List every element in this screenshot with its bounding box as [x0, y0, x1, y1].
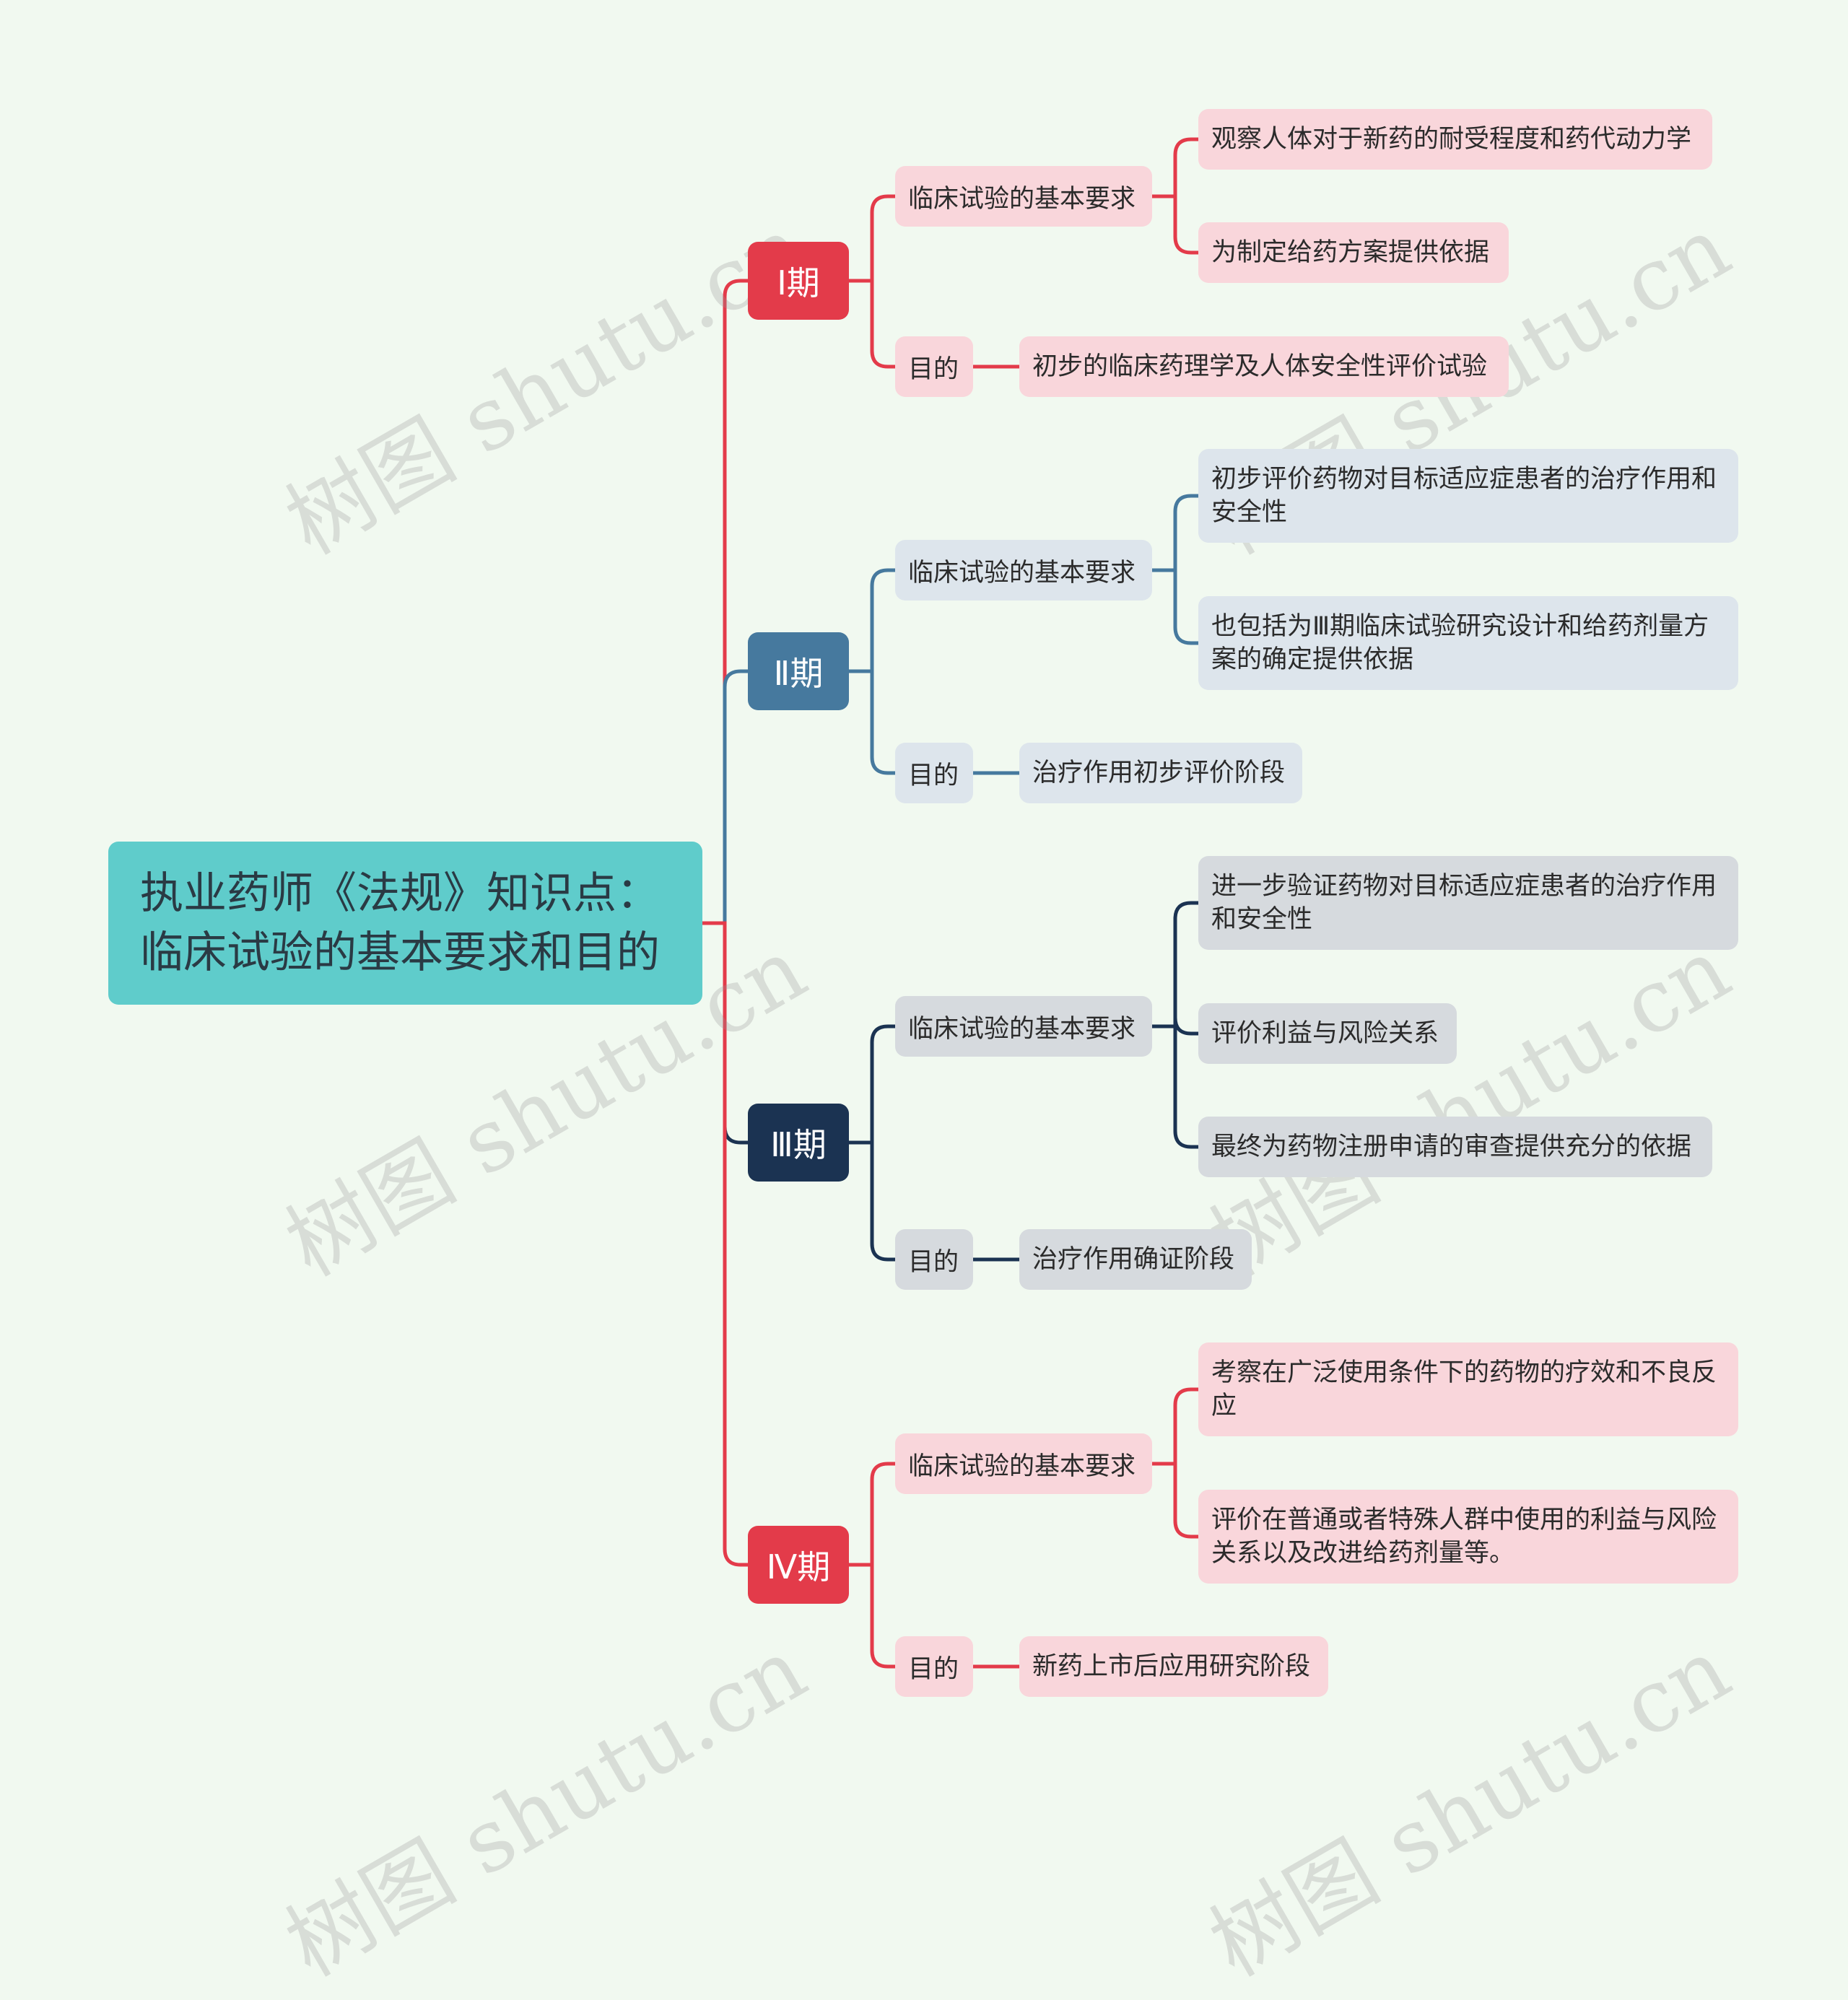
root-to-phase-connector — [700, 921, 750, 1567]
requirements-to-leaf-connector — [1150, 1387, 1200, 1466]
phase-4-req-2[interactable]: 评价在普通或者特殊人群中使用的利益与风险关系以及改进给药剂量等。 — [1198, 1490, 1738, 1584]
phase-1-goal-label[interactable]: 目的 — [895, 336, 973, 397]
phase-3-goal-label[interactable]: 目的 — [895, 1229, 973, 1290]
root-title-line1: 执业药师《法规》知识点： — [140, 868, 660, 919]
phase-3-req-1[interactable]: 进一步验证药物对目标适应症患者的治疗作用和安全性 — [1198, 856, 1738, 950]
phase-4-req-1[interactable]: 考察在广泛使用条件下的药物的疗效和不良反应 — [1198, 1342, 1738, 1436]
root-to-phase-connector — [700, 669, 750, 925]
root-to-phase-connector — [700, 279, 750, 925]
phase-3-requirements[interactable]: 临床试验的基本要求 — [895, 996, 1152, 1057]
phase-2-req-1[interactable]: 初步评价药物对目标适应症患者的治疗作用和安全性 — [1198, 449, 1738, 543]
phase-4-goal-label[interactable]: 目的 — [895, 1636, 973, 1697]
phase-1-req-2[interactable]: 为制定给药方案提供依据 — [1198, 222, 1509, 283]
requirements-to-leaf-connector — [1150, 194, 1200, 255]
phase-3-goal[interactable]: 治疗作用确证阶段 — [1019, 1229, 1252, 1290]
phase-2-node[interactable]: Ⅱ期 — [748, 632, 849, 710]
phase-1-node[interactable]: Ⅰ期 — [748, 242, 849, 320]
phase-to-goal-connector — [847, 1140, 897, 1262]
phase-2-req-2[interactable]: 也包括为Ⅲ期临床试验研究设计和给药剂量方案的确定提供依据 — [1198, 596, 1738, 690]
phase-1-requirements[interactable]: 临床试验的基本要求 — [895, 166, 1152, 227]
requirements-to-leaf-connector — [1150, 494, 1200, 572]
phase-3-req-2[interactable]: 评价利益与风险关系 — [1198, 1003, 1457, 1064]
requirements-to-leaf-connector — [1150, 1024, 1200, 1149]
phase-to-requirements-connector — [847, 1024, 897, 1145]
phase-1-goal[interactable]: 初步的临床药理学及人体安全性评价试验 — [1019, 336, 1509, 397]
phase-to-goal-connector — [847, 669, 897, 775]
root-title-line2: 临床试验的基本要求和目的 — [140, 927, 660, 978]
requirements-to-leaf-connector — [1150, 137, 1200, 198]
connector-lines — [700, 137, 1200, 1669]
phase-2-goal-label[interactable]: 目的 — [895, 743, 973, 803]
root-topic[interactable]: 执业药师《法规》知识点： 临床试验的基本要求和目的 — [108, 842, 702, 1005]
phase-to-requirements-connector — [847, 194, 897, 283]
requirements-to-leaf-connector — [1150, 568, 1200, 645]
phase-to-goal-connector — [847, 279, 897, 369]
phase-4-goal[interactable]: 新药上市后应用研究阶段 — [1019, 1636, 1328, 1697]
phase-to-requirements-connector — [847, 1462, 897, 1567]
phase-to-goal-connector — [847, 1563, 897, 1669]
requirements-to-leaf-connector — [1150, 1017, 1200, 1036]
phase-1-req-1[interactable]: 观察人体对于新药的耐受程度和药代动力学 — [1198, 109, 1712, 170]
phase-to-requirements-connector — [847, 568, 897, 673]
requirements-to-leaf-connector — [1150, 901, 1200, 1029]
phase-2-goal[interactable]: 治疗作用初步评价阶段 — [1019, 743, 1302, 803]
phase-3-req-3[interactable]: 最终为药物注册申请的审查提供充分的依据 — [1198, 1117, 1712, 1177]
phase-2-requirements[interactable]: 临床试验的基本要求 — [895, 540, 1152, 601]
requirements-to-leaf-connector — [1150, 1462, 1200, 1539]
phase-3-node[interactable]: Ⅲ期 — [748, 1104, 849, 1182]
phase-4-node[interactable]: Ⅳ期 — [748, 1526, 849, 1604]
phase-4-requirements[interactable]: 临床试验的基本要求 — [895, 1433, 1152, 1494]
